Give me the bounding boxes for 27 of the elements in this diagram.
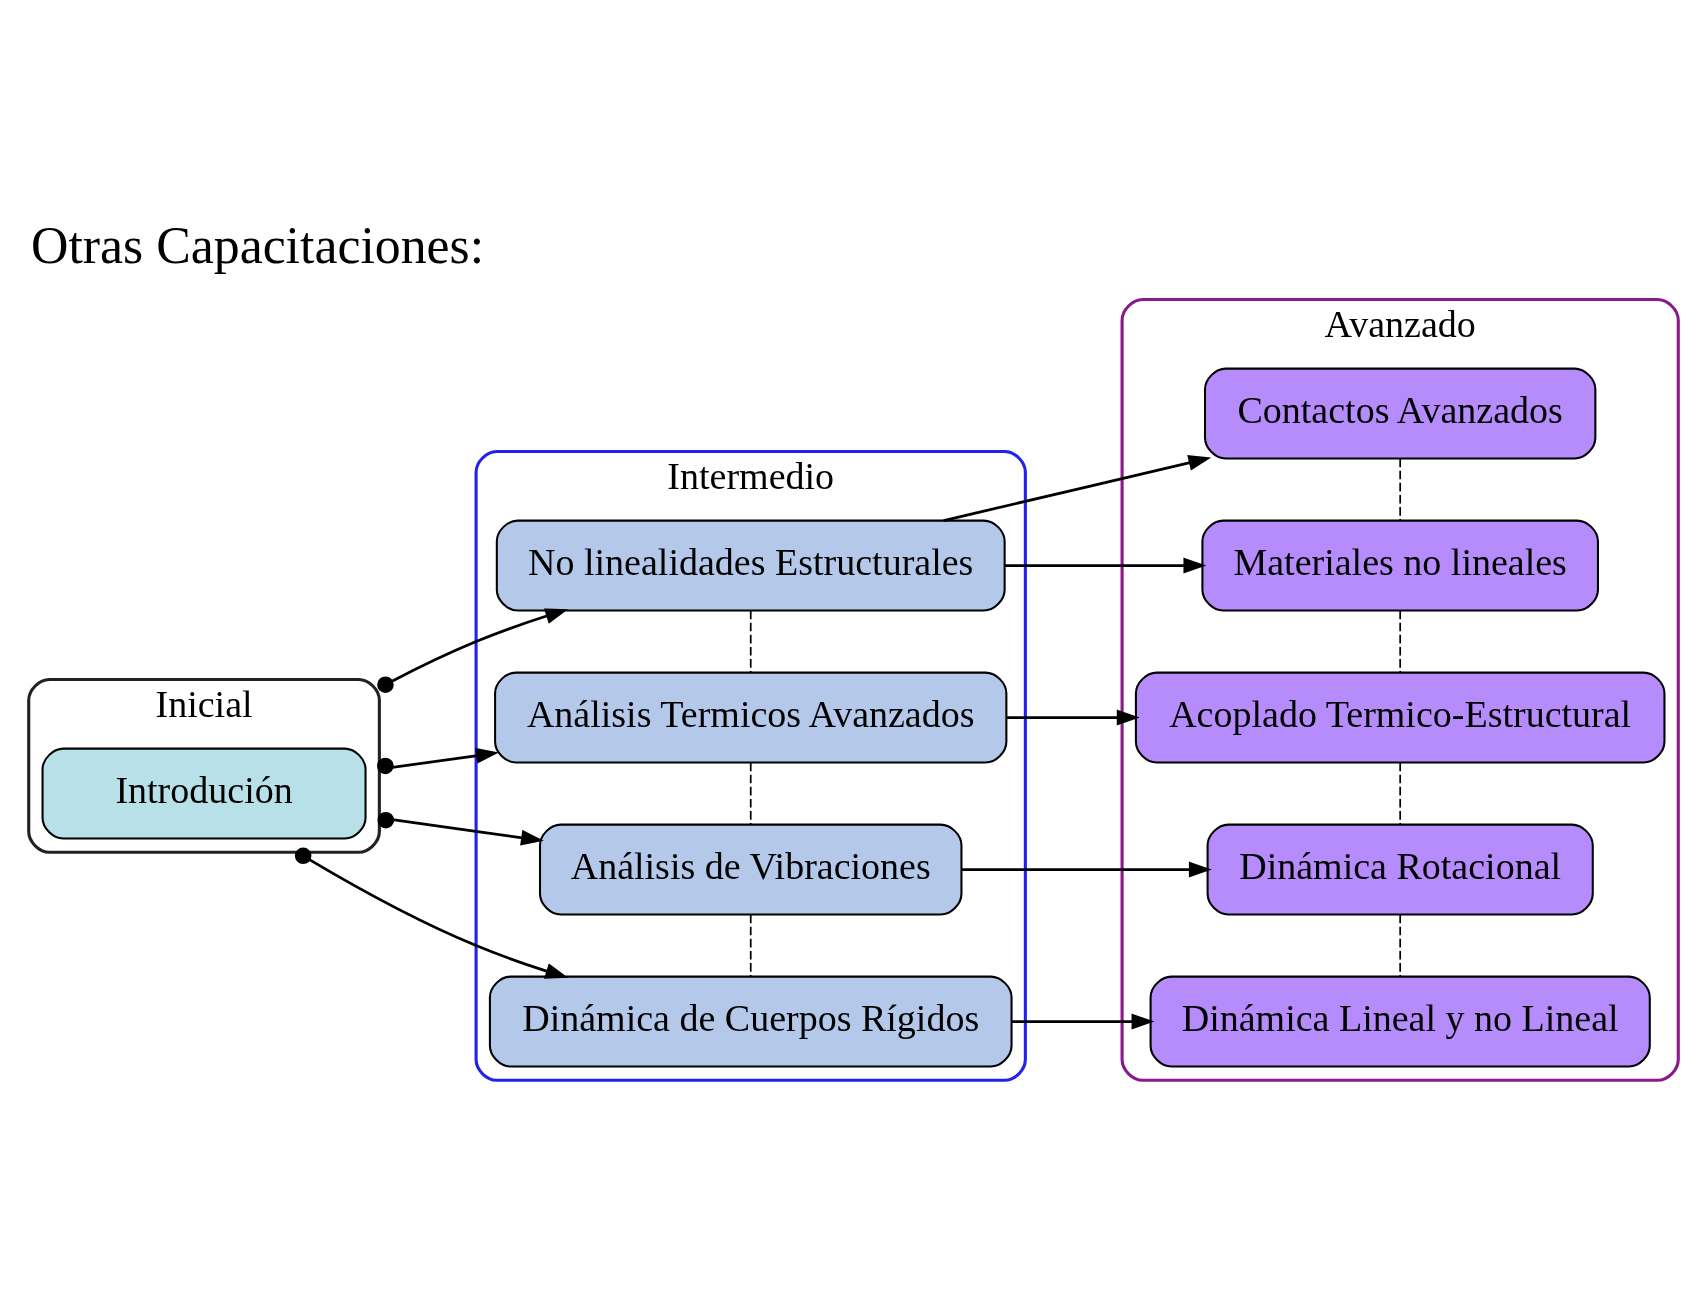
node-box: Análisis de Vibraciones	[538, 823, 963, 916]
arrow	[943, 455, 1212, 522]
connector	[749, 913, 752, 978]
node-box: Contactos Avanzados	[1203, 367, 1597, 460]
arrow	[1011, 1013, 1155, 1030]
node-box: Dinámica Rotacional	[1206, 823, 1594, 916]
arrow	[377, 747, 499, 775]
node-box: Análisis Termicos Avanzados	[494, 671, 1008, 764]
node-box: Acoplado Termico-Estructural	[1134, 671, 1666, 764]
arrow	[377, 608, 569, 693]
diagram-title: Otras Capacitaciones:	[31, 217, 485, 275]
connector	[1399, 761, 1402, 826]
connector	[749, 609, 752, 674]
arrow	[1006, 709, 1140, 726]
arrow	[1005, 557, 1207, 574]
node-box: Introdución	[41, 747, 367, 840]
node-box: No linealidades Estructurales	[495, 519, 1006, 612]
node-box: Dinámica de Cuerpos Rígidos	[488, 975, 1013, 1068]
node-box: Dinámica Lineal y no Lineal	[1149, 975, 1651, 1068]
arrow	[294, 847, 569, 979]
arrow	[961, 861, 1212, 878]
arrow	[377, 811, 544, 846]
connector	[749, 761, 752, 826]
connector	[1399, 913, 1402, 978]
connector	[1399, 609, 1402, 674]
connector	[1399, 457, 1402, 522]
node-box: Materiales no lineales	[1201, 519, 1599, 612]
